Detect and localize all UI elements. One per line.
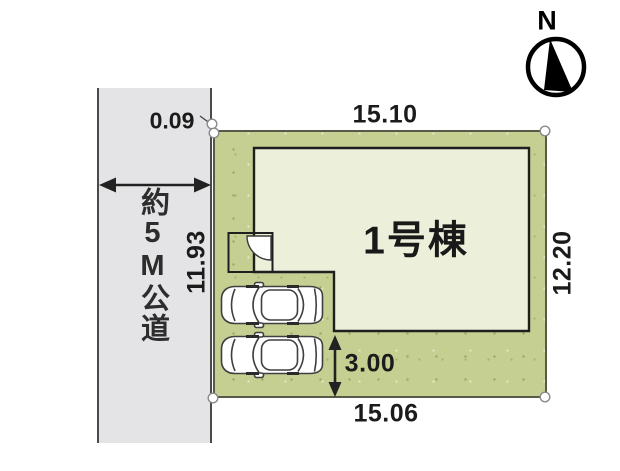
car-icon-2 (220, 331, 324, 379)
car-icon-1 (220, 281, 324, 329)
boundary-marker-topright (539, 125, 551, 137)
road-width-arrow-icon (99, 177, 211, 193)
building-label: 1号棟 (363, 219, 469, 263)
boundary-markers (206, 118, 551, 404)
boundary-marker-topleft-road (206, 118, 218, 130)
boundary-marker-topleft-plot (208, 127, 220, 139)
dim-parking-depth: 3.00 (344, 349, 396, 378)
dim-left: 11.93 (182, 230, 211, 294)
boundary-marker-bottomright (539, 391, 551, 403)
dim-top: 15.10 (352, 100, 418, 129)
door-swing-icon (246, 235, 272, 261)
dim-bottom: 15.06 (353, 399, 419, 428)
boundary-marker-bottomleft (207, 392, 219, 404)
dim-right: 12.20 (548, 230, 577, 296)
compass-icon (525, 36, 587, 98)
entrance-porch (227, 232, 274, 273)
parking-depth-arrow-icon (328, 335, 342, 397)
road-strip (97, 88, 212, 443)
road-label: 約5M公道 (136, 187, 169, 343)
north-label: N (537, 5, 557, 36)
dim-corner-offset: 0.09 (149, 107, 195, 134)
